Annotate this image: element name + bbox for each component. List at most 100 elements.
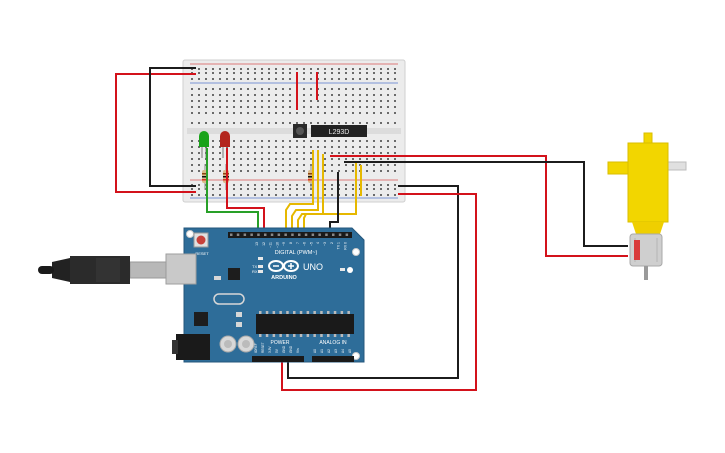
breadboard-hole <box>345 194 347 196</box>
breadboard-hole <box>219 100 221 102</box>
breadboard-hole <box>289 164 291 166</box>
arduino-model: UNO <box>303 262 323 272</box>
breadboard-hole <box>317 106 319 108</box>
breadboard-hole <box>331 146 333 148</box>
push-button[interactable] <box>293 124 307 138</box>
header-pin <box>318 233 321 236</box>
breadboard-hole <box>261 146 263 148</box>
breadboard-hole <box>394 170 396 172</box>
breadboard-hole <box>282 68 284 70</box>
breadboard-hole <box>310 68 312 70</box>
breadboard-hole <box>338 170 340 172</box>
breadboard-hole <box>387 106 389 108</box>
breadboard-hole <box>345 170 347 172</box>
breadboard-hole <box>345 100 347 102</box>
breadboard-hole <box>373 78 375 80</box>
breadboard-hole <box>233 152 235 154</box>
breadboard-hole <box>338 68 340 70</box>
breadboard-hole <box>191 152 193 154</box>
breadboard-hole <box>373 164 375 166</box>
breadboard-hole <box>233 100 235 102</box>
power-pin-label: IOREF <box>254 343 258 353</box>
breadboard-hole <box>303 152 305 154</box>
breadboard-hole <box>205 78 207 80</box>
breadboard-hole <box>254 88 256 90</box>
breadboard-hole <box>359 94 361 96</box>
breadboard-hole <box>303 146 305 148</box>
breadboard-hole <box>324 184 326 186</box>
breadboard-hole <box>226 72 228 74</box>
breadboard-hole <box>261 184 263 186</box>
breadboard-hole <box>317 112 319 114</box>
breadboard-hole <box>324 112 326 114</box>
breadboard-hole <box>282 88 284 90</box>
breadboard-hole <box>310 152 312 154</box>
breadboard-hole <box>275 194 277 196</box>
usb-cable <box>38 256 167 284</box>
breadboard-hole <box>338 94 340 96</box>
breadboard-hole <box>191 112 193 114</box>
breadboard-hole <box>247 152 249 154</box>
reset-button[interactable] <box>193 232 209 248</box>
breadboard-hole <box>268 140 270 142</box>
breadboard-hole <box>275 122 277 124</box>
breadboard-hole <box>324 94 326 96</box>
breadboard-hole <box>345 68 347 70</box>
wire-black-power <box>287 185 459 379</box>
breadboard-hole <box>212 78 214 80</box>
breadboard-hole <box>261 194 263 196</box>
breadboard-hole <box>331 188 333 190</box>
breadboard-hole <box>219 78 221 80</box>
breadboard-hole <box>219 68 221 70</box>
breadboard-hole <box>254 152 256 154</box>
rx-label: RX <box>252 269 258 274</box>
breadboard-hole <box>324 106 326 108</box>
breadboard-hole <box>338 88 340 90</box>
breadboard-hole <box>212 188 214 190</box>
breadboard-hole <box>191 78 193 80</box>
breadboard-hole <box>310 194 312 196</box>
breadboard-hole <box>275 94 277 96</box>
arduino-logo <box>268 260 299 272</box>
breadboard-hole <box>240 140 242 142</box>
digital-pin-label: 7 <box>296 242 300 244</box>
breadboard-hole <box>268 122 270 124</box>
breadboard-hole <box>352 158 354 160</box>
breadboard-hole <box>261 88 263 90</box>
breadboard-hole <box>289 72 291 74</box>
breadboard-hole <box>373 122 375 124</box>
breadboard-hole <box>366 88 368 90</box>
breadboard-hole <box>380 68 382 70</box>
breadboard-hole <box>275 72 277 74</box>
breadboard-hole <box>233 106 235 108</box>
breadboard-hole <box>324 158 326 160</box>
breadboard-hole <box>240 72 242 74</box>
breadboard-hole <box>205 122 207 124</box>
breadboard-hole <box>373 184 375 186</box>
breadboard-hole <box>212 140 214 142</box>
breadboard-hole <box>310 88 312 90</box>
breadboard-hole <box>212 94 214 96</box>
breadboard-hole <box>219 88 221 90</box>
breadboard-hole <box>303 100 305 102</box>
breadboard-hole <box>268 106 270 108</box>
breadboard-hole <box>198 106 200 108</box>
breadboard-hole <box>191 158 193 160</box>
breadboard-hole <box>296 68 298 70</box>
breadboard-hole <box>310 146 312 148</box>
breadboard-hole <box>387 112 389 114</box>
breadboard-hole <box>240 100 242 102</box>
breadboard-hole <box>233 170 235 172</box>
breadboard-hole <box>331 112 333 114</box>
breadboard-hole <box>331 100 333 102</box>
breadboard-hole <box>366 140 368 142</box>
header-pin <box>257 233 260 236</box>
breadboard-hole <box>387 122 389 124</box>
breadboard-hole <box>282 184 284 186</box>
breadboard-hole <box>324 188 326 190</box>
breadboard-hole <box>303 68 305 70</box>
breadboard-hole <box>345 122 347 124</box>
breadboard-hole <box>282 94 284 96</box>
breadboard-hole <box>373 188 375 190</box>
breadboard-hole <box>282 152 284 154</box>
